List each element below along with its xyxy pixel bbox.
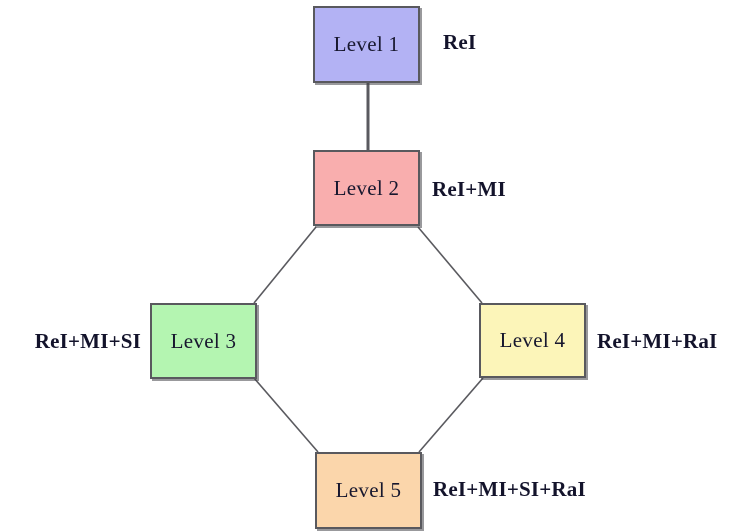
annotation-level-3: ReI+MI+SI [34, 329, 141, 353]
annotation-level-1: ReI [443, 30, 477, 54]
node-level-1[interactable]: Level 1 [313, 6, 420, 83]
edge-level2-level4 [417, 226, 483, 304]
edge-level3-level5 [253, 377, 319, 453]
node-level-5[interactable]: Level 5 [315, 452, 422, 529]
edge-level4-level5 [418, 377, 484, 453]
node-level-4[interactable]: Level 4 [479, 303, 586, 378]
annotation-level-5: ReI+MI+SI+RaI [433, 477, 586, 501]
annotation-level-4: ReI+MI+RaI [597, 329, 718, 353]
node-level-2[interactable]: Level 2 [313, 150, 420, 226]
annotation-level-2: ReI+MI [432, 177, 506, 201]
edge-level2-level3 [253, 226, 317, 304]
node-level-3[interactable]: Level 3 [150, 303, 257, 379]
